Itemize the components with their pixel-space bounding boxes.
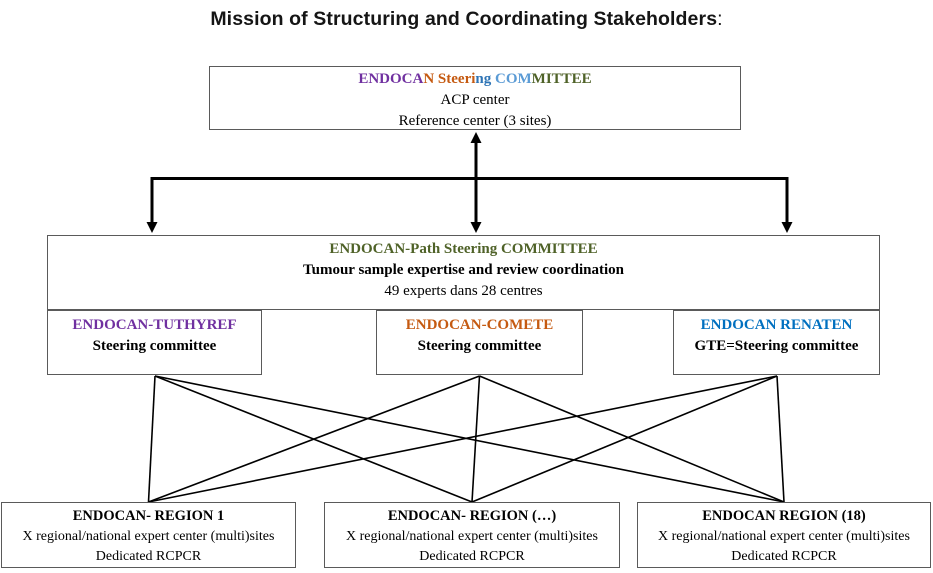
- page-title-colon: :: [717, 8, 723, 30]
- arrowhead-up-icon: [470, 132, 482, 143]
- path-committee-title: ENDOCAN-Path Steering COMMITTEE: [329, 241, 598, 257]
- region-dots-title: ENDOCAN- REGION (…): [387, 508, 557, 524]
- region-18-box: ENDOCAN REGION (18) X regional/national …: [637, 502, 931, 568]
- title-segment-endoca: ENDOCA: [358, 71, 424, 87]
- comete-committee-box: ENDOCAN-COMETE Steering committee: [376, 310, 583, 375]
- title-segment-mittee: MITTEE: [531, 71, 592, 87]
- renaten-title: ENDOCAN RENATEN: [700, 317, 853, 333]
- mesh-line-a3: [154, 375, 785, 503]
- region-1-line1: X regional/national expert center (multi…: [22, 528, 275, 544]
- tuthyref-title: ENDOCAN-TUTHYREF: [72, 317, 237, 333]
- reference-center-label: Reference center (3 sites): [398, 113, 552, 129]
- endocan-path-committee-box: ENDOCAN-Path Steering COMMITTEE Tumour s…: [47, 235, 880, 310]
- title-segment-n: N: [423, 71, 435, 87]
- committee-region-mesh: [147, 375, 785, 503]
- title-segment-ng: ng: [475, 71, 492, 87]
- steering-committee-title: ENDOCAN Steering COMMITTEE: [210, 69, 740, 90]
- comete-subtitle: Steering committee: [417, 338, 542, 354]
- region-dots-line2: Dedicated RCPCR: [419, 549, 525, 564]
- mesh-line-b3: [479, 375, 785, 503]
- comete-title: ENDOCAN-COMETE: [405, 317, 554, 333]
- mesh-line-c1: [148, 375, 778, 503]
- mesh-line-c2: [471, 375, 778, 503]
- arrowhead-down-center-icon: [470, 222, 482, 233]
- tuthyref-subtitle: Steering committee: [92, 338, 217, 354]
- mesh-line-a2: [154, 375, 473, 503]
- path-committee-subtitle: Tumour sample expertise and review coord…: [303, 262, 624, 278]
- path-committee-detail: 49 experts dans 28 centres: [384, 283, 543, 299]
- acp-center-label: ACP center: [440, 92, 510, 108]
- mesh-line-b2: [471, 375, 481, 503]
- renaten-committee-box: ENDOCAN RENATEN GTE=Steering committee: [673, 310, 880, 375]
- region-18-line2: Dedicated RCPCR: [731, 549, 837, 564]
- mesh-line-b1: [148, 375, 480, 503]
- region-dots-line1: X regional/national expert center (multi…: [346, 528, 598, 544]
- page-title-text: Mission of Structuring and Coordinating …: [210, 8, 718, 30]
- title-segment-steeri: Steeri: [434, 71, 476, 87]
- title-segment-com: COM: [491, 71, 532, 87]
- tuthyref-committee-box: ENDOCAN-TUTHYREF Steering committee: [47, 310, 262, 375]
- region-18-title: ENDOCAN REGION (18): [702, 508, 866, 524]
- renaten-subtitle: GTE=Steering committee: [694, 338, 859, 354]
- region-18-line1: X regional/national expert center (multi…: [658, 528, 910, 544]
- mesh-line-c3: [776, 375, 785, 503]
- endocan-steering-committee-box: ENDOCAN Steering COMMITTEE ACP center Re…: [209, 66, 741, 130]
- region-dots-box: ENDOCAN- REGION (…) X regional/national …: [324, 502, 620, 568]
- mesh-line-a1: [147, 375, 156, 503]
- arrowhead-down-left-icon: [146, 222, 158, 233]
- region-1-line2: Dedicated RCPCR: [95, 549, 202, 564]
- region-1-title: ENDOCAN- REGION 1: [72, 508, 225, 524]
- page-title: Mission of Structuring and Coordinating …: [0, 8, 933, 31]
- region-1-box: ENDOCAN- REGION 1 X regional/national ex…: [1, 502, 296, 568]
- arrowhead-down-right-icon: [781, 222, 793, 233]
